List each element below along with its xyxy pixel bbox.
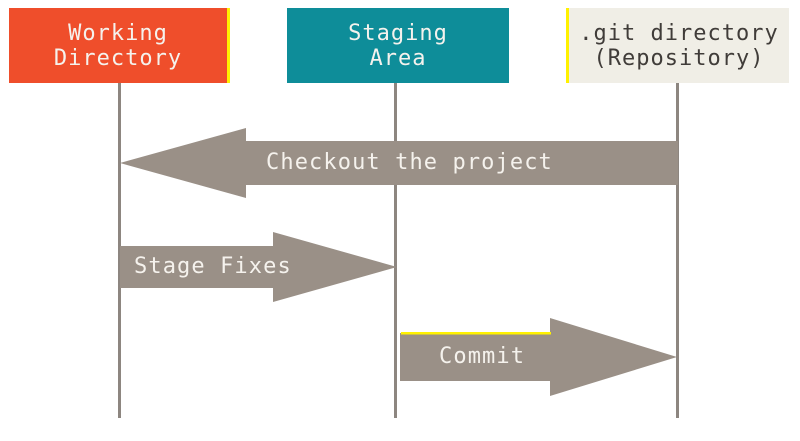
working-directory-label-line1: Working	[68, 20, 168, 46]
working-directory-label-line2: Directory	[53, 45, 183, 71]
stage-fixes-arrow-label: Stage Fixes	[134, 254, 292, 279]
git-directory-box: .git directory (Repository)	[569, 8, 789, 83]
working-directory-lifeline	[118, 83, 121, 418]
yellow-accent-working-right-edge	[227, 8, 230, 83]
commit-arrow-label: Commit	[439, 344, 526, 369]
staging-area-lifeline	[394, 83, 397, 418]
git-directory-label-line2: (Repository)	[593, 45, 765, 71]
yellow-accent-git-left-edge	[566, 8, 569, 83]
staging-area-label-line2: Area	[369, 45, 427, 71]
checkout-arrow-label: Checkout the project	[266, 150, 553, 175]
staging-area-box: Staging Area	[287, 8, 509, 83]
stage-fixes-arrow	[120, 232, 397, 302]
commit-arrow	[400, 318, 677, 396]
working-directory-box: Working Directory	[9, 8, 227, 83]
git-directory-lifeline	[676, 83, 679, 418]
git-directory-label-line1: .git directory	[579, 20, 779, 46]
checkout-arrow	[120, 128, 678, 198]
yellow-accent-commit-top-edge	[401, 332, 551, 335]
staging-area-label-line1: Staging	[348, 20, 448, 46]
